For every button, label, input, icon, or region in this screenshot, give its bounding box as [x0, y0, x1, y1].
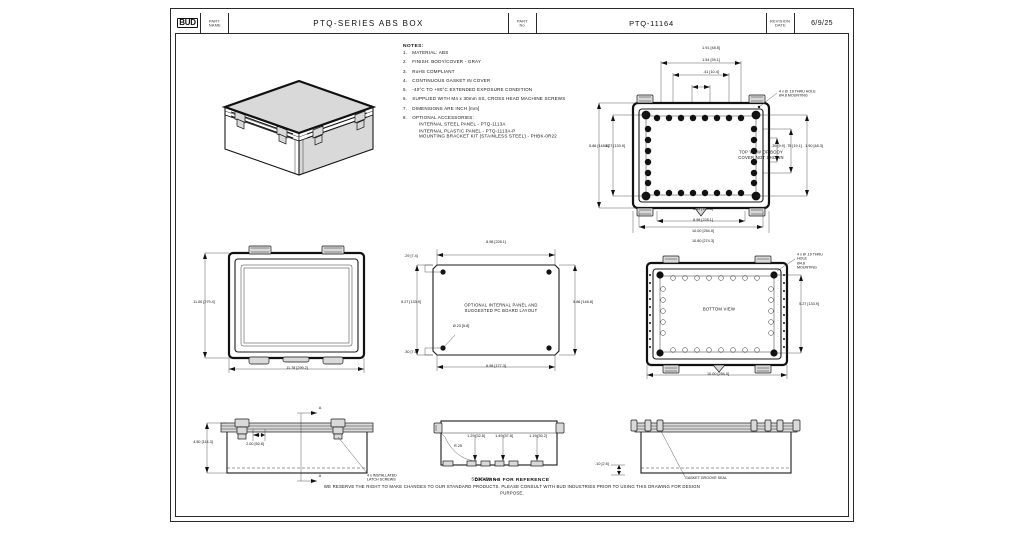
dim-bottom-right: 5.27 [133.9]	[799, 301, 819, 307]
part-number: PTQ-11164	[537, 13, 767, 33]
section-aa-view: SECTION A-A 1.29 [32.8] 1.49 [37.8] 1.19…	[419, 409, 579, 482]
front-view-latches: 4.50 [114.3] 2.00 [50.8] 4 x INSTALLATED…	[191, 405, 397, 489]
mounting-hole-leader: 4 x Ø .19 THRU HOLE Ø4.8 MOUNTING	[779, 88, 816, 99]
drawing-title: PTQ-SERIES ABS BOX	[229, 13, 509, 33]
part-number-text: PTQ-11164	[629, 18, 674, 28]
dim-panel-bottom: 6.98 [177.3]	[486, 363, 506, 369]
dim-panel-left-a: .29 [7.4]	[404, 253, 418, 259]
note-item: 2.FINISH: BODY/COVER - GRAY	[403, 59, 482, 65]
dim-left-a: 5.86 [148.8]	[589, 143, 609, 149]
dim-assembly-height: 11.00 [279.4]	[193, 299, 215, 305]
part-name-label: PART NAME	[201, 13, 229, 33]
dim-bottom-width: 10.00 [254.0]	[707, 371, 729, 377]
dim-panel-left-c: .30 [7.6]	[404, 349, 418, 355]
dim-panel-top: 8.98 [228.1]	[486, 239, 506, 245]
title-block: BUD PART NAME PTQ-SERIES ABS BOX PART No…	[175, 13, 849, 34]
note-sub-item: INTERNAL STEEL PANEL - PTQ-1113A	[418, 121, 506, 127]
dim-top-a: 1.91 [48.5]	[702, 45, 720, 51]
drawing-sheet: BUD PART NAME PTQ-SERIES ABS BOX PART No…	[170, 8, 854, 522]
dim-panel-right: 5.86 [148.8]	[573, 299, 593, 305]
part-no-label: PART No	[509, 13, 537, 33]
dim-bottom-c: 10.00 [254.0]	[692, 228, 714, 234]
part-name-label-text2: NAME	[208, 22, 221, 28]
revision-date-text: 6/9/25	[811, 19, 833, 27]
part-name-label-text: PART	[209, 18, 220, 24]
dim-side-left: .10 [2.5]	[595, 461, 609, 467]
dim-top-b: 1.54 [39.1]	[702, 57, 720, 63]
side-view: .10 [2.5] GASKET GROOVE SEAL	[595, 407, 811, 489]
note-item: 3.RoHS COMPLIANT	[403, 68, 455, 74]
dim-front-inner: 2.00 [50.8]	[246, 441, 264, 447]
note-sub-list: INTERNAL STEEL PANEL - PTQ-1113A INTERNA…	[419, 122, 709, 140]
note-item: 4.CONTINUOUS GASKET IN COVER	[403, 77, 491, 84]
notes-heading: NOTES:	[403, 43, 424, 49]
drawing-title-text: PTQ-SERIES ABS BOX	[313, 18, 424, 28]
note-item: 5.-40°C TO +80°C EXTENDED EXPOSURE CONDI…	[403, 87, 533, 93]
revision-date-label-text2: DATE	[775, 22, 786, 28]
dim-bottom-a: 6.49 [164.8]	[693, 206, 713, 212]
gasket-groove-leader: GASKET GROOVE SEAL	[685, 475, 727, 481]
note-item: 8.OPTIONAL ACCESSORIES: INTERNAL STEEL P…	[403, 115, 709, 140]
dim-right-a: .39 [9.9]	[771, 143, 785, 149]
note-sub-item: MOUNTING BRACKET KIT (STAINLESS STEEL) -…	[418, 133, 557, 140]
revision-date-label-text: REVISION	[770, 18, 791, 24]
company-logo: BUD	[175, 13, 201, 33]
note-sub-item: INTERNAL PLASTIC PANEL - PTQ-1113A-P	[418, 127, 516, 134]
isometric-view	[191, 71, 391, 196]
disclaimer-title: DRAWING FOR REFERENCE	[474, 477, 550, 483]
dim-left-b: 5.27 [133.9]	[605, 143, 625, 149]
dim-section-d2: 1.49 [37.8]	[495, 433, 513, 439]
part-no-label-text2: No	[519, 22, 526, 28]
dim-front-height: 4.50 [114.3]	[193, 439, 213, 445]
bottom-hole-leader: 4 x Ø .19 THRU HOLE Ø4.8 MOUNTING	[797, 251, 823, 270]
dim-section-d3: 1.19 [30.2]	[529, 433, 547, 439]
notes-block: NOTES: 1.MATERIAL: ABS 2.FINISH: BODY/CO…	[403, 43, 633, 139]
dim-section-d1: 1.29 [32.8]	[467, 433, 485, 439]
section-aa-label: SECTION A-A	[471, 476, 501, 482]
part-no-label-text: PART	[517, 18, 528, 24]
dim-bottom-d: 10.80 [274.3]	[692, 238, 714, 244]
dim-assembly-width: 11.78 [299.2]	[286, 365, 308, 371]
top-view-assembly: 11.00 [279.4] 11.78 [299.2]	[191, 241, 381, 376]
internal-panel-label: OPTIONAL INTERNAL PANEL AND SUGGESTED PC…	[464, 302, 538, 314]
top-view-label: TOP VIEW OF BODY COVER NOT SHOWN	[738, 149, 784, 161]
note-item: 7.DIMENSIONS ARE INCH [mm]	[403, 105, 480, 111]
dim-section-radius: R.25	[454, 443, 462, 449]
dim-panel-left-b: 5.27 [133.9]	[401, 299, 421, 305]
letterbox-right	[856, 0, 1024, 533]
section-arrow-label: A	[318, 405, 322, 411]
top-view-of-body: TOP VIEW OF BODY COVER NOT SHOWN 4 x Ø .…	[589, 45, 841, 243]
bottom-view: BOTTOM VIEW 4 x Ø .19 THRU HOLE Ø4.8 MOU…	[619, 241, 823, 381]
notes-list: 1.MATERIAL: ABS 2.FINISH: BODY/COVER - G…	[403, 50, 633, 139]
disclaimer-body: WE RESERVE THE RIGHT TO MAKE CHANGES TO …	[323, 484, 701, 496]
dim-right-b: .75 [19.1]	[786, 143, 802, 149]
logo-text: BUD	[177, 18, 198, 28]
latch-screw-leader: 4 x INSTALLATED LATCH SCREWS	[367, 472, 397, 483]
dim-right-c: 1.90 [48.3]	[805, 143, 823, 149]
dim-top-c: .41 [10.4]	[703, 69, 719, 75]
letterbox-left	[0, 0, 168, 533]
revision-date-label: REVISION DATE	[767, 13, 795, 33]
revision-date: 6/9/25	[795, 13, 849, 33]
disclaimer-block: DRAWING FOR REFERENCE WE RESERVE THE RIG…	[324, 477, 700, 495]
dim-panel-hole: Ø.23 [5.8]	[452, 323, 470, 329]
note-item: 6.SUPPLIED WITH M4 x 30mm SS, CROSS HEAD…	[403, 96, 566, 102]
internal-panel-view: OPTIONAL INTERNAL PANEL AND SUGGESTED PC…	[401, 239, 593, 376]
section-arrow-label-2: A	[318, 473, 322, 479]
note-item: 1.MATERIAL: ABS	[403, 50, 449, 56]
bottom-view-label: BOTTOM VIEW	[702, 306, 736, 312]
dim-bottom-b: 8.98 [228.1]	[693, 217, 713, 223]
